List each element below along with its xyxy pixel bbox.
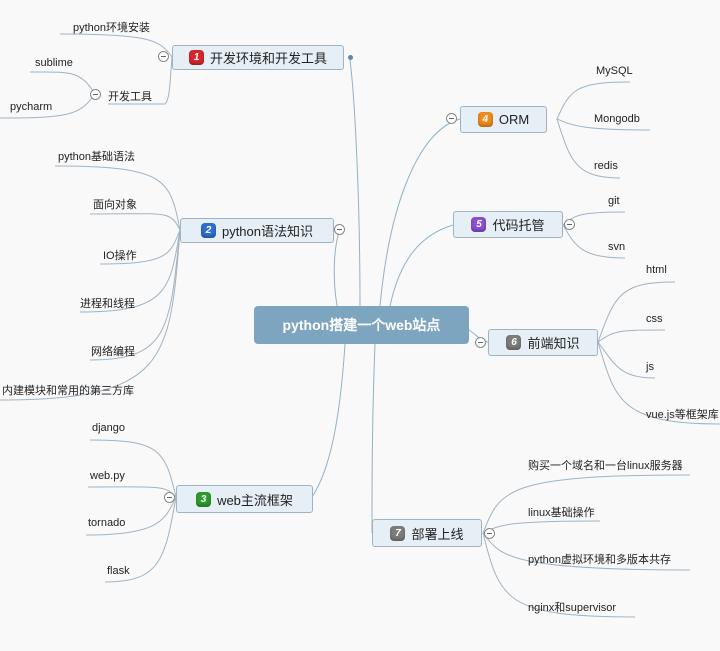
- priority-3-icon: 3: [196, 491, 212, 507]
- subtopic-dev-tools[interactable]: 开发工具: [108, 91, 152, 103]
- topic-label: 前端知识: [527, 336, 580, 351]
- root-topic[interactable]: python搭建一个web站点: [254, 306, 469, 344]
- topic-frontend[interactable]: 6 前端知识: [488, 329, 598, 356]
- collapse-toggle-icon[interactable]: [484, 528, 495, 539]
- topic-label: python语法知识: [221, 224, 314, 239]
- leaf-node[interactable]: html: [646, 264, 667, 276]
- topic-label: 代码托管: [492, 218, 545, 233]
- collapse-toggle-icon[interactable]: [158, 51, 169, 62]
- topic-label: 开发环境和开发工具: [209, 51, 327, 66]
- topic-web-frameworks[interactable]: 3 web主流框架: [176, 485, 313, 513]
- leaf-node[interactable]: python虚拟环境和多版本共存: [528, 554, 672, 566]
- topic-orm[interactable]: 4 ORM: [460, 106, 547, 133]
- priority-7-icon: 7: [390, 525, 406, 541]
- priority-2-icon: 2: [200, 223, 216, 238]
- topic-label: 部署上线: [411, 526, 464, 542]
- topic-label: web主流框架: [217, 492, 293, 508]
- leaf-node[interactable]: git: [608, 195, 620, 207]
- leaf-node[interactable]: 内建模块和常用的第三方库: [2, 385, 134, 397]
- leaf-node[interactable]: IO操作: [103, 250, 137, 262]
- leaf-node[interactable]: web.py: [90, 470, 125, 482]
- topic-code-hosting[interactable]: 5 代码托管: [453, 211, 563, 238]
- leaf-node[interactable]: MySQL: [596, 65, 633, 77]
- root-topic-label: python搭建一个web站点: [282, 317, 441, 333]
- priority-1-icon: 1: [188, 50, 204, 65]
- leaf-node[interactable]: flask: [107, 565, 130, 577]
- collapse-toggle-icon[interactable]: [334, 224, 345, 235]
- leaf-node[interactable]: svn: [608, 241, 626, 253]
- leaf-node[interactable]: nginx和supervisor: [528, 602, 617, 614]
- leaf-node[interactable]: python基础语法: [58, 151, 136, 163]
- collapse-toggle-icon[interactable]: [90, 89, 101, 100]
- leaf-node[interactable]: pycharm: [10, 101, 53, 113]
- leaf-node[interactable]: redis: [594, 160, 618, 172]
- topic-python-syntax[interactable]: 2 python语法知识: [180, 218, 334, 243]
- priority-6-icon: 6: [506, 335, 522, 350]
- collapse-toggle-icon[interactable]: [475, 337, 486, 348]
- leaf-node[interactable]: js: [646, 361, 654, 373]
- leaf-node[interactable]: linux基础操作: [528, 507, 595, 519]
- leaf-node[interactable]: vue.js等框架库: [646, 409, 719, 421]
- leaf-node[interactable]: 面向对象: [93, 199, 137, 211]
- leaf-node[interactable]: 进程和线程: [80, 298, 135, 310]
- leaf-node[interactable]: 网络编程: [91, 346, 135, 358]
- leaf-node[interactable]: tornado: [88, 517, 126, 529]
- leaf-node[interactable]: Mongodb: [594, 113, 640, 125]
- priority-4-icon: 4: [477, 112, 493, 127]
- topic-label: ORM: [498, 112, 530, 127]
- leaf-node[interactable]: 购买一个域名和一台linux服务器: [528, 460, 683, 472]
- leaf-node[interactable]: django: [92, 422, 126, 434]
- collapse-toggle-icon[interactable]: [564, 219, 575, 230]
- connector-dot: [348, 55, 353, 60]
- leaf-node[interactable]: sublime: [35, 57, 73, 69]
- topic-deployment[interactable]: 7 部署上线: [372, 519, 482, 547]
- priority-5-icon: 5: [471, 217, 487, 232]
- leaf-node[interactable]: python环境安装: [73, 22, 151, 34]
- collapse-toggle-icon[interactable]: [164, 492, 175, 503]
- leaf-node[interactable]: css: [646, 313, 663, 325]
- collapse-toggle-icon[interactable]: [446, 113, 457, 124]
- topic-dev-environment[interactable]: 1 开发环境和开发工具: [172, 45, 344, 70]
